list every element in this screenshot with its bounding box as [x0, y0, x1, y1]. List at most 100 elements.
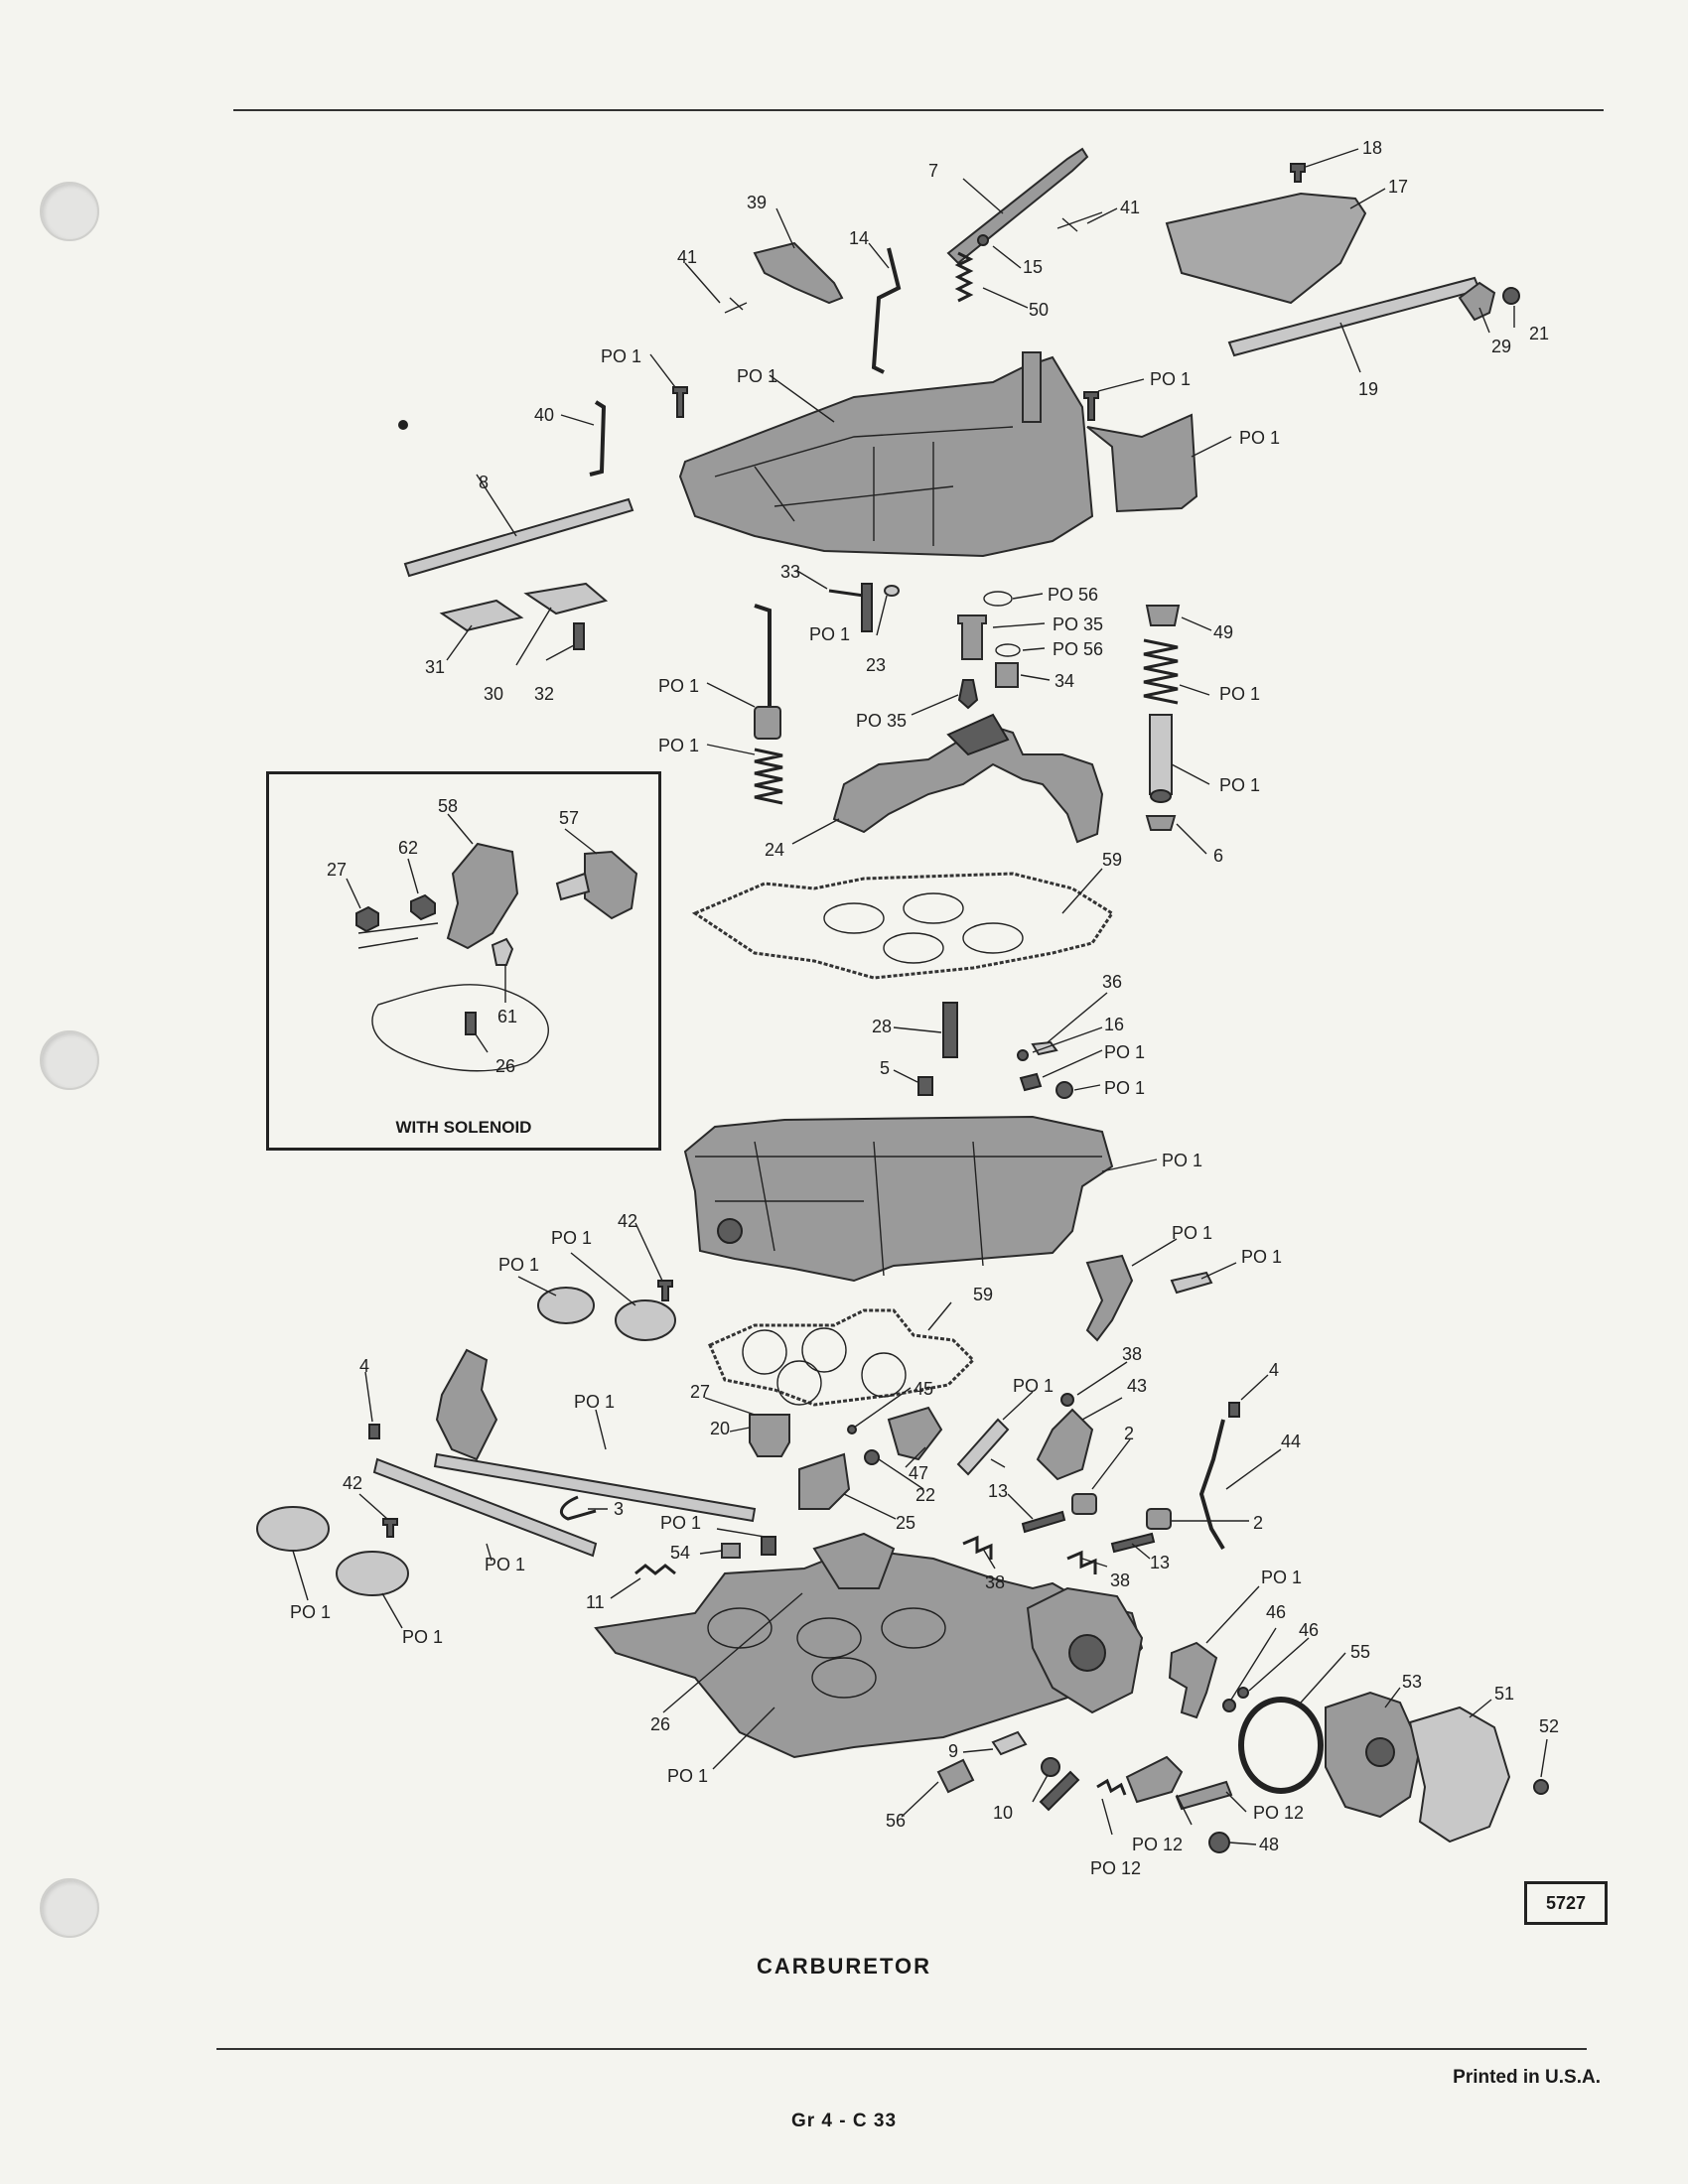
gasket-lower-hole-3: [776, 1360, 822, 1406]
gasket-lower-hole-4: [861, 1352, 907, 1398]
callout-21: 21: [1529, 324, 1549, 343]
clip-41-right: [1056, 211, 1103, 232]
gasket-po56-a: [983, 591, 1013, 607]
gasket-po56-b: [995, 643, 1021, 657]
valve-po1-d: [336, 1551, 409, 1596]
valve-31: [439, 599, 524, 632]
callout-po1-f: PO 1: [809, 624, 850, 644]
callout-56: 56: [886, 1811, 906, 1831]
gasket-hole-1: [823, 902, 885, 934]
nut-10: [1041, 1757, 1060, 1777]
callout-41-right: 41: [1120, 198, 1140, 217]
callout-po35-a: PO 35: [1053, 614, 1103, 634]
callout-po1-w: PO 1: [402, 1627, 443, 1647]
inset-title: WITH SOLENOID: [395, 1118, 532, 1137]
callout-labels: 7 18 17 39 41 14 41 15 50 29 21 19 PO 1 …: [290, 138, 1559, 1878]
solenoid-body-57: [584, 850, 638, 920]
lever-39: [753, 241, 844, 305]
throttle-lever-assembly: [435, 1348, 498, 1461]
rod-po1-left: [754, 604, 772, 710]
callout-15: 15: [1023, 257, 1043, 277]
callout-po1-x: PO 1: [667, 1766, 708, 1786]
fitting-34: [995, 662, 1019, 688]
gasket-lower-hole-1: [742, 1329, 787, 1375]
spring-cover-51: [1408, 1706, 1511, 1843]
callout-20: 20: [710, 1419, 730, 1438]
callout-22: 22: [915, 1485, 935, 1505]
callout-7: 7: [928, 161, 938, 181]
callout-3: 3: [614, 1499, 624, 1519]
bore-1: [707, 1607, 773, 1649]
screw-4b: [1228, 1402, 1240, 1418]
callout-po1-o: PO 1: [1172, 1223, 1212, 1243]
callout-38-c: 38: [1110, 1570, 1130, 1590]
rod-14: [871, 247, 902, 374]
screw-po1-s: [761, 1536, 776, 1556]
callout-po56-b: PO 56: [1053, 639, 1103, 659]
callout-61: 61: [497, 1007, 517, 1026]
callout-59-upper: 59: [1102, 850, 1122, 870]
nut-27: [355, 905, 379, 933]
bore-4: [811, 1657, 877, 1699]
top-rule: [233, 109, 1604, 111]
bore-3: [881, 1607, 946, 1649]
seat-23: [884, 585, 900, 597]
spring-50: [954, 251, 974, 303]
binder-hole-middle: [40, 1030, 99, 1090]
spring-po12-b: [1096, 1778, 1127, 1796]
spring-3: [559, 1495, 597, 1521]
callout-33: 33: [780, 562, 800, 582]
callout-13-a: 13: [988, 1481, 1008, 1501]
valve-po1-a: [537, 1287, 595, 1324]
callout-25: 25: [896, 1513, 915, 1533]
callout-2-a: 2: [1124, 1424, 1134, 1443]
gasket-hole-2: [903, 892, 964, 924]
callout-27-inset: 27: [327, 860, 347, 880]
callout-po12-a: PO 12: [1090, 1858, 1141, 1878]
solenoid-plunger: [555, 872, 591, 901]
main-body: [683, 1115, 1114, 1283]
binder-hole-top: [40, 182, 99, 241]
screw-po1-j: [1019, 1072, 1043, 1092]
needle-13b: [1110, 1532, 1156, 1554]
screw-54: [721, 1543, 741, 1559]
callout-po1-n: PO 1: [498, 1255, 539, 1275]
screw-32: [573, 622, 585, 650]
leader-lines: [292, 148, 1548, 1845]
screw-46a: [1222, 1699, 1236, 1712]
clip-9: [991, 1730, 1028, 1756]
lever-47: [887, 1406, 943, 1461]
screw-po1-right: [1083, 391, 1099, 421]
callout-2-b: 2: [1253, 1513, 1263, 1533]
figure-number: 5727: [1545, 1892, 1587, 1913]
callout-17: 17: [1388, 177, 1408, 197]
callout-po1-v: PO 1: [290, 1602, 331, 1622]
lever-25: [798, 1452, 851, 1510]
gasket-59-upper: [691, 872, 1115, 980]
needle-po1: [861, 583, 873, 632]
callout-4-left: 4: [359, 1356, 369, 1376]
spring-po1-left: [754, 748, 783, 805]
screw-52: [1533, 1779, 1549, 1795]
callout-po1-g: PO 1: [658, 676, 699, 696]
callout-5: 5: [880, 1058, 890, 1078]
callout-9: 9: [948, 1741, 958, 1761]
screw-33: [828, 589, 865, 598]
solenoid-inset: 58 57 62 27 61 26 WITH SOLENOID: [266, 771, 661, 1151]
spring-38b: [962, 1535, 993, 1560]
callout-po35-b: PO 35: [856, 711, 907, 731]
callout-po1-c: PO 1: [1150, 369, 1191, 389]
callout-46-a: 46: [1266, 1602, 1286, 1622]
callout-po12-b: PO 12: [1132, 1835, 1183, 1854]
screw-21: [1502, 287, 1520, 305]
cap-49: [1145, 605, 1181, 626]
callout-po1-m: PO 1: [551, 1228, 592, 1248]
callout-47: 47: [909, 1463, 928, 1483]
callout-po1-k: PO 1: [1104, 1078, 1145, 1098]
lever-po12-c: [1125, 1755, 1184, 1804]
stray-dot: [398, 420, 408, 430]
callout-49: 49: [1213, 622, 1233, 642]
nut-62: [410, 893, 436, 921]
callout-44: 44: [1281, 1432, 1301, 1451]
screw-4a: [368, 1424, 380, 1439]
